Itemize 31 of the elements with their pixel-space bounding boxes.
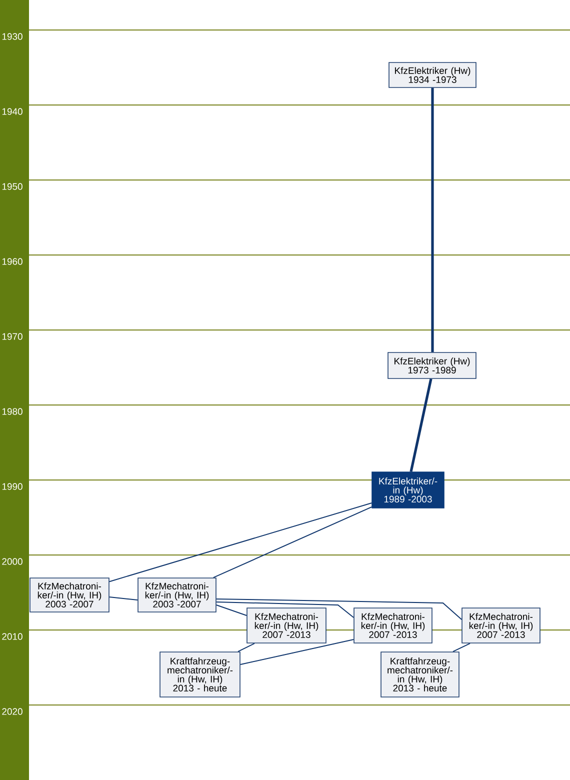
year-label: 2020 — [2, 708, 22, 715]
occupation-box: KfzMechatroni- ker/-in (Hw, IH) 2003 -2007 — [138, 578, 216, 612]
connector-line — [216, 598, 462, 620]
occupation-box: KfzMechatroni- ker/-in (Hw, IH) 2007 -2013 — [246, 608, 326, 644]
occupation-box: KfzMechatroni- ker/-in (Hw, IH) 2003 -2007 — [30, 578, 110, 612]
connector-line — [216, 604, 248, 616]
connector-line — [212, 506, 372, 578]
year-label: 2010 — [2, 633, 22, 640]
year-label: 2000 — [2, 558, 22, 565]
occupation-box: KfzMechatroni- ker/-in (Hw, IH) 2007 -2013 — [462, 608, 540, 644]
connector-line — [452, 642, 470, 652]
connector-line — [240, 639, 354, 665]
occupation-box: Kraftfahrzeug- mechatroniker/- in (Hw, IH) 2013 - heute — [380, 652, 460, 698]
year-label: 1990 — [2, 483, 22, 490]
year-label: 1950 — [2, 183, 22, 190]
occupation-box: KfzElektriker (Hw) 1973 -1989 — [388, 352, 476, 379]
year-label: 1940 — [2, 108, 22, 115]
occupation-box: KfzElektriker (Hw) 1934 -1973 — [388, 62, 476, 88]
connector-line — [410, 378, 432, 472]
year-label: 1930 — [2, 33, 22, 40]
connector-line — [431, 88, 434, 352]
year-label: 1960 — [2, 258, 22, 265]
occupation-box: KfzMechatroni- ker/-in (Hw, IH) 2007 -2013 — [354, 608, 432, 644]
connector-line — [238, 642, 255, 652]
connector-line — [108, 596, 138, 600]
year-label: 1970 — [2, 333, 22, 340]
occupation-box: KfzElektriker/- in (Hw) 1989 -2003 — [372, 472, 444, 508]
occupation-box: Kraftfahrzeug- mechatroniker/- in (Hw, IH) 2013 - heute — [160, 652, 240, 698]
year-label: 1980 — [2, 408, 22, 415]
connector-line — [216, 602, 354, 618]
connector-line — [108, 502, 372, 582]
